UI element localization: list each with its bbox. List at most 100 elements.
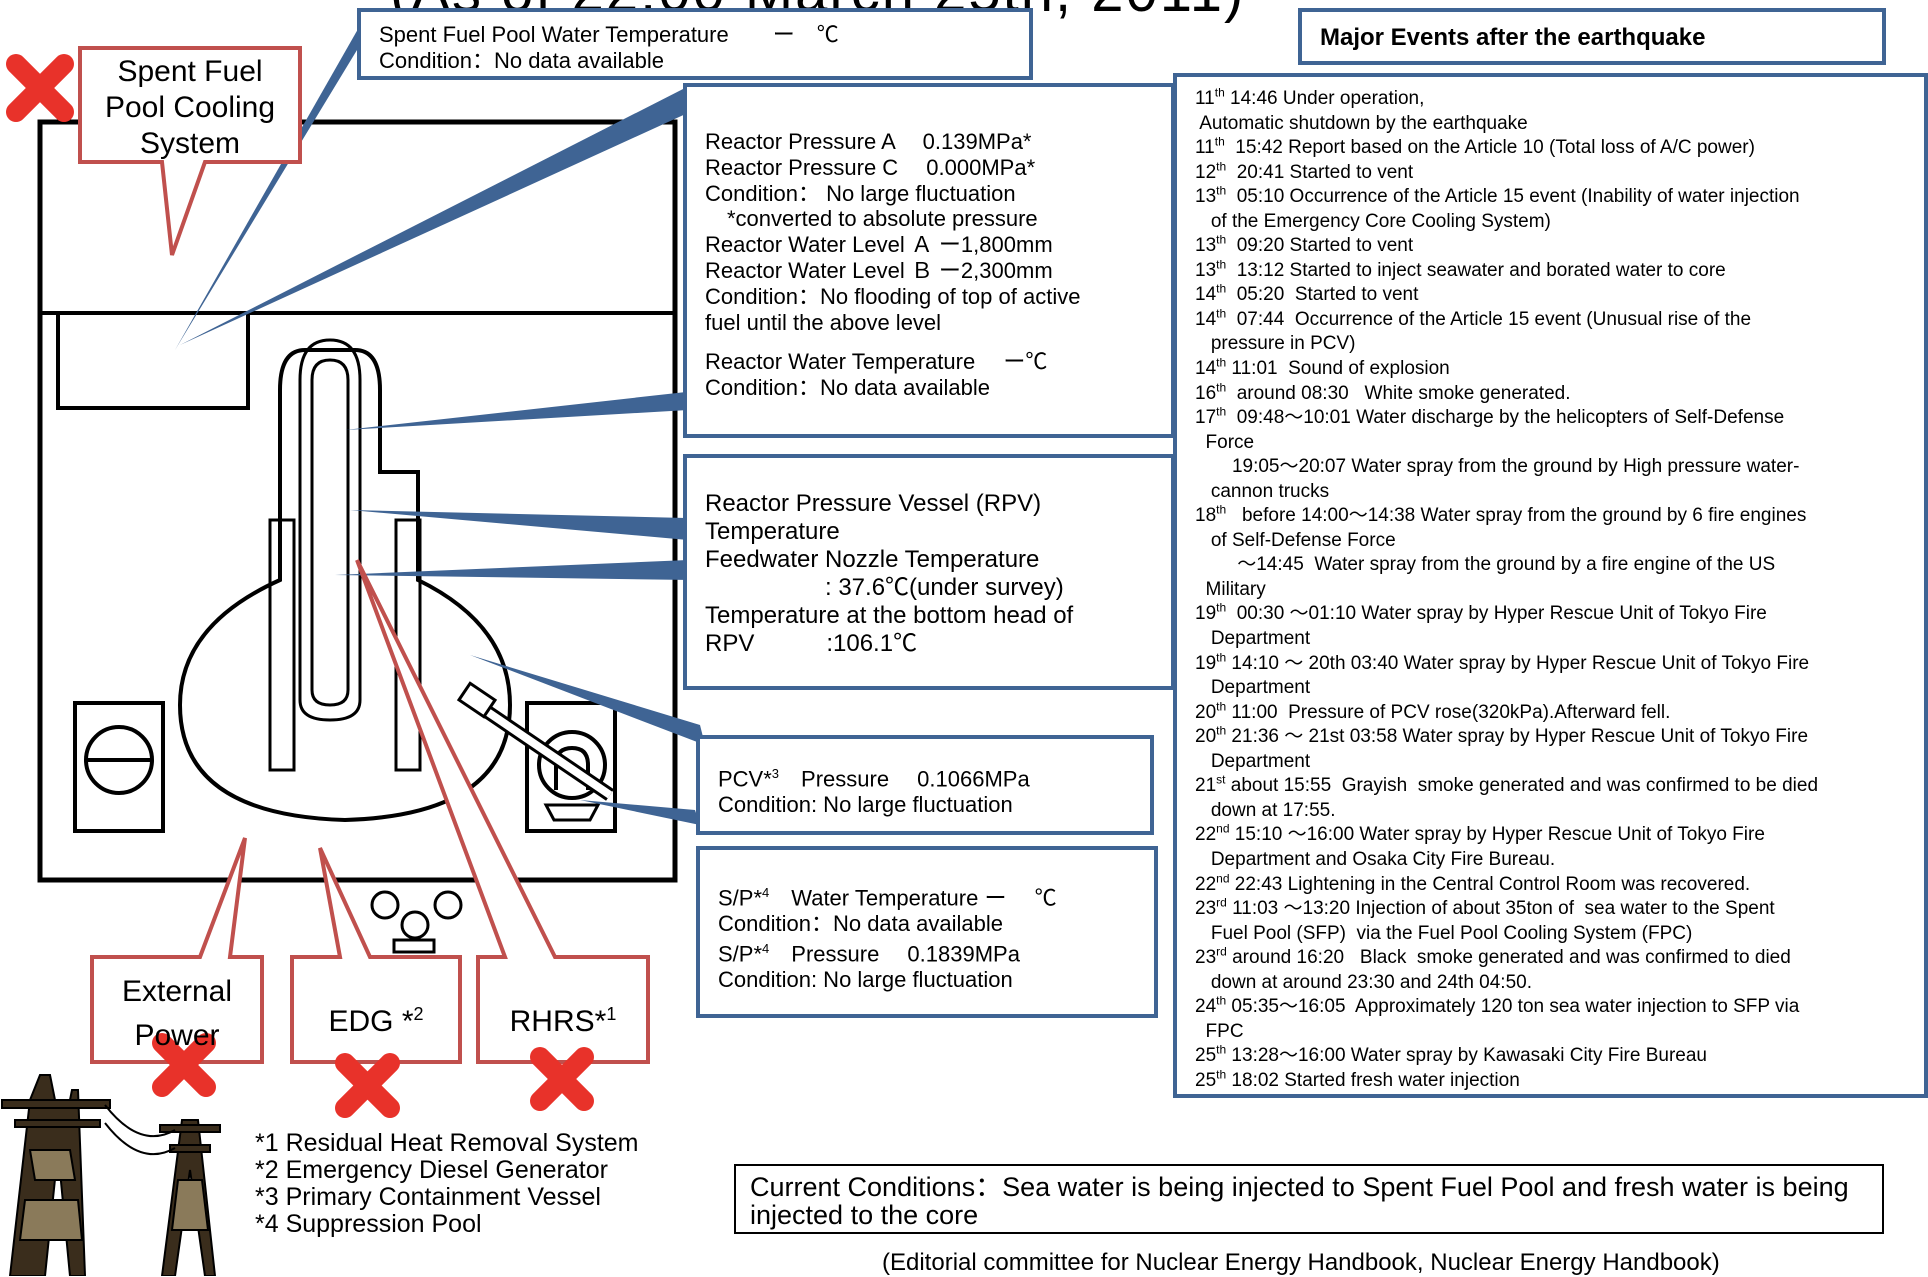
- event-item: 11th 14:46 Under operation,: [1195, 85, 1425, 109]
- event-item: 14th 11:01 Sound of explosion: [1195, 355, 1450, 380]
- pcv-pressure-line: PCV*3 Pressure 0.1066MPa: [718, 766, 1030, 792]
- rpv-temperature-box: Reactor Pressure Vessel (RPV) Temperatur…: [683, 454, 1175, 690]
- current-conditions-text: Current Conditions：Sea water is being in…: [750, 1172, 1849, 1230]
- gauge-icon: [433, 890, 463, 920]
- major-events-title-box: Major Events after the earthquake: [1298, 8, 1886, 65]
- event-item: 19th 00:30 ～01:10 Water spray by Hyper R…: [1195, 601, 1767, 625]
- failure-x-icon: [6, 54, 74, 122]
- bottom-head-line: Temperature at the bottom head of: [705, 602, 1074, 629]
- event-item: 13th 05:10 Occurrence of the Article 15 …: [1195, 183, 1800, 208]
- event-item: cannon trucks: [1195, 480, 1330, 502]
- footnote: *4 Suppression Pool: [255, 1210, 482, 1238]
- pointer-rpv-temp: [350, 510, 688, 540]
- callout-line: External: [121, 975, 233, 1008]
- failure-x-icon: [530, 1047, 594, 1111]
- footnotes: *1 Residual Heat Removal System *2 Emerg…: [255, 1130, 639, 1238]
- events-list-box: 11th 14:46 Under operation, Automatic sh…: [1173, 73, 1928, 1098]
- water-level-condition: Condition：No flooding of top of active: [705, 283, 1081, 309]
- event-item: pressure in PCV): [1195, 333, 1356, 355]
- sp-water-temp-line: S/P*4 Water Temperature ー ℃: [718, 885, 1057, 911]
- event-item: 24th 05:35～16:05 Approximately 120 ton s…: [1195, 993, 1800, 1018]
- event-item: 18th before 14:00～14:38 Water spray from…: [1195, 502, 1807, 527]
- callout-sfp-cooling: Spent Fuel Pool Cooling System: [80, 54, 300, 162]
- event-item: 23rd 11:03 ～13:20 Injection of about 35t…: [1195, 895, 1775, 920]
- event-item: 23rd around 16:20 Black smoke generated …: [1195, 944, 1791, 969]
- right-pump-housing: [525, 701, 617, 833]
- reactor-water-level-a: Reactor Water Level Ａ ー1,800mm: [705, 232, 1053, 258]
- callout-rhrs: RHRS*1: [509, 1004, 617, 1038]
- event-item: 19:05～20:07 Water spray from the ground …: [1195, 456, 1800, 478]
- event-item: 11th 15:42 Report based on the Article 1…: [1195, 134, 1755, 159]
- event-item: Department: [1195, 677, 1311, 699]
- callout-external-power-shape: [90, 837, 264, 1064]
- event-item: 21st about 15:55 Grayish smoke generated…: [1195, 772, 1819, 797]
- events-list: 11th 14:46 Under operation, Automatic sh…: [1195, 87, 1912, 1093]
- event-item: down at around 23:30 and 24th 04:50.: [1195, 971, 1532, 993]
- reactor-water-temp-condition: Condition：No data available: [705, 375, 990, 401]
- callout-line: System: [139, 127, 241, 160]
- reactor-pressure-a: Reactor Pressure A 0.139MPa*: [705, 129, 1032, 154]
- pointer-sfp-temp: [175, 22, 374, 350]
- major-events-title: Major Events after the earthquake: [1320, 24, 1706, 51]
- pointer-reactor-pressure: [180, 88, 690, 345]
- event-item: of Self-Defense Force: [1195, 529, 1396, 551]
- suppression-pool-box: S/P*4 Water Temperature ー ℃ Condition：No…: [696, 846, 1158, 1018]
- pointer-feedwater: [335, 560, 692, 580]
- callout-edg-shape: [290, 847, 462, 1064]
- callout-line: Pool Cooling: [104, 91, 276, 124]
- event-item: ～14:45 Water spray from the ground by a …: [1195, 554, 1776, 576]
- absolute-pressure-note: *converted to absolute pressure: [705, 206, 1038, 232]
- event-item: 16th around 08:30 White smoke generated.: [1195, 380, 1571, 404]
- source-citation: (Editorial committee for Nuclear Energy …: [882, 1249, 1720, 1276]
- event-item: Department and Osaka City Fire Bureau.: [1195, 848, 1556, 870]
- rpv-outer: [298, 338, 362, 722]
- event-item: Automatic shutdown by the earthquake: [1195, 112, 1528, 134]
- event-item: Force: [1195, 431, 1255, 453]
- sp-pressure-condition: Condition: No large fluctuation: [718, 967, 1013, 993]
- event-item: FPC: [1195, 1020, 1244, 1042]
- event-item: 25th 18:02 Started fresh water injection: [1195, 1067, 1520, 1091]
- reactor-building-outline: [37, 119, 678, 883]
- event-item: Fuel Pool (SFP) via the Fuel Pool Coolin…: [1195, 922, 1693, 944]
- event-item: 17th 09:48～10:01 Water discharge by the …: [1195, 404, 1785, 429]
- event-item: 14th 07:44 Occurrence of the Article 15 …: [1195, 306, 1752, 330]
- event-item: 12th 20:41 Started to vent: [1195, 159, 1414, 183]
- event-item: 20th 11:00 Pressure of PCV rose(320kPa).…: [1195, 699, 1671, 723]
- pointer-pcv: [470, 655, 705, 745]
- sfp-condition-line: Condition：No data available: [379, 48, 664, 73]
- bottom-head-value: RPV :106.1℃: [705, 630, 918, 657]
- footnote: *1 Residual Heat Removal System: [255, 1129, 639, 1157]
- feedwater-nozzle-value: : 37.6℃(under survey): [705, 574, 1064, 601]
- event-item: Department: [1195, 628, 1311, 650]
- event-item: 14th 05:20 Started to vent: [1195, 282, 1419, 306]
- current-conditions-box: Current Conditions：Sea water is being in…: [734, 1164, 1884, 1234]
- event-item: Department: [1195, 750, 1311, 772]
- gauge-icon: [400, 910, 430, 940]
- event-item: 19th 14:10 ～ 20th 03:40 Water spray by H…: [1195, 650, 1810, 674]
- rpv-temp-line: Reactor Pressure Vessel (RPV): [705, 490, 1042, 517]
- pcv-pressure-box: PCV*3 Pressure 0.1066MPa Condition: No l…: [696, 735, 1154, 835]
- pcv-condition-line: Condition: No large fluctuation: [718, 792, 1013, 818]
- event-item: 25th 13:28～16:00 Water spray by Kawasaki…: [1195, 1043, 1708, 1067]
- callout-sfp-cooling-shape: [78, 46, 302, 256]
- left-pump-housing: [73, 701, 165, 833]
- callout-line: Spent Fuel: [117, 55, 263, 88]
- callout-line: Power: [134, 1019, 220, 1052]
- footnote: *3 Primary Containment Vessel: [255, 1183, 601, 1211]
- water-level-condition-cont: fuel until the above level: [705, 309, 942, 335]
- event-item: 22nd 15:10 ～16:00 Water spray by Hyper R…: [1195, 822, 1765, 846]
- reactor-pressure-c: Reactor Pressure C 0.000MPa*: [705, 154, 1036, 180]
- failure-x-icon: [152, 1033, 216, 1097]
- feedwater-nozzle-line: Feedwater Nozzle Temperature: [705, 546, 1040, 573]
- reactor-water-temperature: Reactor Water Temperature ー℃: [705, 349, 1048, 375]
- sp-temp-condition: Condition：No data available: [718, 910, 1003, 936]
- gauge-icon: [370, 890, 400, 920]
- transmission-tower-icon: [159, 1119, 221, 1276]
- transmission-tower-icon: [1, 1074, 111, 1276]
- sfp-temperature-box: Spent Fuel Pool Water Temperature ー ℃ Co…: [357, 8, 1033, 80]
- spent-fuel-pool-shape: [56, 313, 250, 410]
- footnote: *2 Emergency Diesel Generator: [255, 1156, 608, 1184]
- event-item: Military: [1195, 578, 1266, 600]
- event-item: 20th 21:36 ～ 21st 03:58 Water spray by H…: [1195, 723, 1809, 748]
